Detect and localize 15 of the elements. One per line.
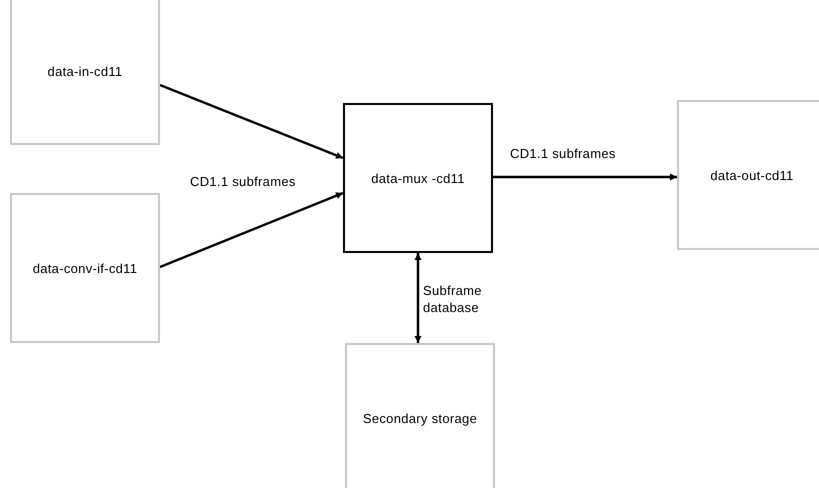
process-box <box>343 103 493 253</box>
box-label: data-in-cd11 <box>46 63 124 81</box>
box-label: data-conv-if-cd11 <box>32 260 138 278</box>
arrow <box>414 253 422 343</box>
process-box <box>677 100 819 250</box>
arrow <box>160 192 344 268</box>
process-box <box>10 0 160 145</box>
arrow <box>160 84 344 160</box>
process-box <box>10 193 160 343</box>
arrow <box>493 174 677 180</box>
box-label: data-out-cd11 <box>709 166 795 184</box>
edge-label: Subframe database <box>423 282 483 316</box>
process-box <box>345 343 495 488</box>
box-label: Secondary storage <box>362 410 478 428</box>
box-label: data-mux -cd11 <box>370 170 466 188</box>
